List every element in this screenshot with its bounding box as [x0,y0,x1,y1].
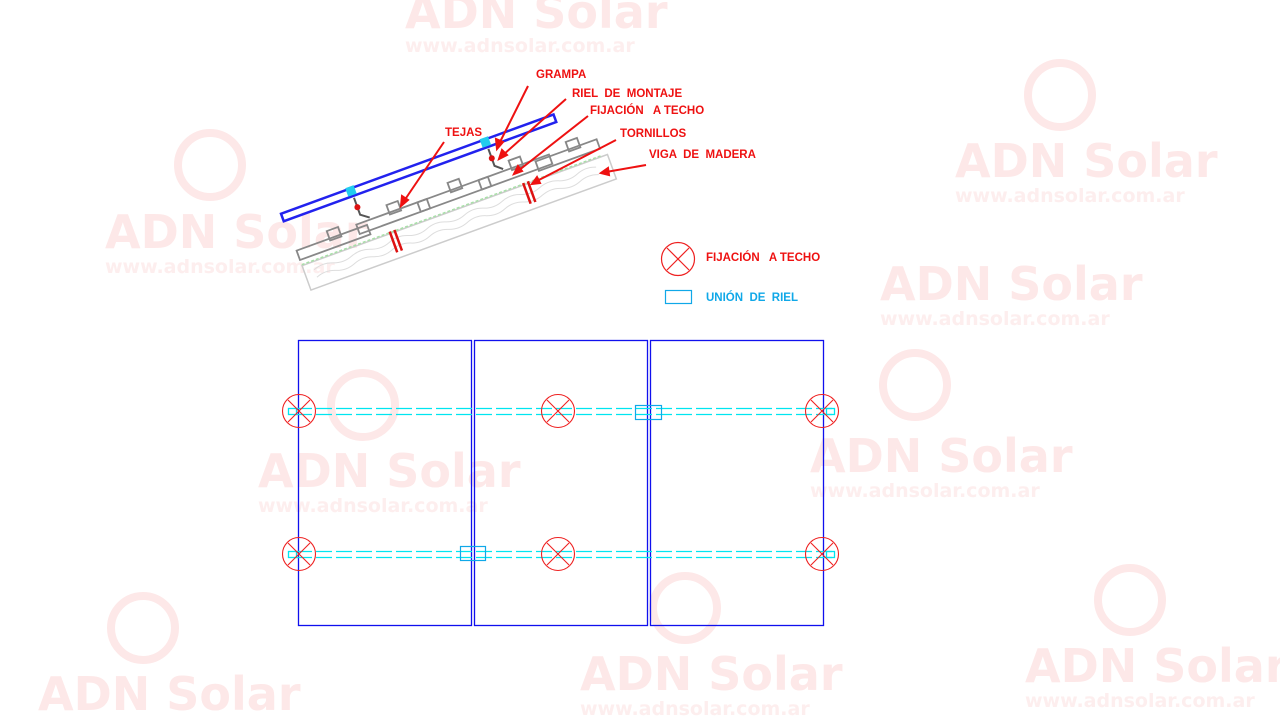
watermark-brand: ADN Solar [38,667,301,720]
logo-icon [327,369,399,441]
logo-icon [1094,564,1166,636]
rail-unions [459,404,663,562]
watermark: ADN Solar www.adnsolar.com.ar [955,59,1218,207]
watermark-brand: ADN Solar [955,134,1218,188]
watermark: ADN Solar [38,592,301,720]
label-riel-montaje: RIEL DE MONTAJE [572,88,682,100]
rail-union-symbol-icon [664,289,693,305]
watermark: ADN Solar www.adnsolar.com.ar [405,0,668,57]
watermark-url: www.adnsolar.com.ar [1025,690,1255,712]
roof-fixing-icon [281,393,317,429]
legend: FIJACIÓN A TECHO UNIÓN DE RIEL [660,241,820,305]
plan-view [281,339,840,627]
watermark-url: www.adnsolar.com.ar [105,256,335,278]
watermark-brand: ADN Solar [880,257,1143,311]
rail-union-icon [459,545,487,562]
watermark-brand: ADN Solar [405,0,668,39]
watermark-url: www.adnsolar.com.ar [955,185,1185,207]
watermark-brand: ADN Solar [580,647,843,701]
label-arrows [399,85,647,209]
watermark: ADN Solar www.adnsolar.com.ar [580,572,843,720]
solar-panels [297,339,825,627]
rails [287,407,836,559]
label-tornillos: TORNILLOS [620,128,687,140]
watermark: ADN Solar www.adnsolar.com.ar [810,349,1073,502]
watermark-url: www.adnsolar.com.ar [580,698,810,720]
solar-panel [297,339,473,627]
roof-fixing-icon [804,393,840,429]
watermark: ADN Solar www.adnsolar.com.ar [880,257,1143,330]
label-viga: VIGA DE MADERA [649,149,756,161]
roof-hooks [353,148,504,219]
logo-icon [1024,59,1096,131]
clamp [479,136,492,148]
tiles [295,136,602,262]
watermark-url: www.adnsolar.com.ar [258,495,488,517]
watermark: ADN Solar www.adnsolar.com.ar [105,129,368,278]
legend-fijacion: FIJACIÓN A TECHO [706,251,820,264]
legend-union: UNIÓN DE RIEL [706,291,798,304]
watermark-url: www.adnsolar.com.ar [405,35,635,57]
logo-icon [879,349,951,421]
solar-panel [473,339,649,627]
logo-icon [174,129,246,201]
roof-fixing-icon [540,393,576,429]
roof-fixing-icon [281,536,317,572]
mounting-rail [279,112,558,223]
watermark-brand: ADN Solar [105,205,368,259]
watermark-brand: ADN Solar [1025,639,1280,693]
label-grampa: GRAMPA [536,69,586,81]
label-fijacion: FIJACIÓN A TECHO [590,104,704,117]
watermark: ADN Solar www.adnsolar.com.ar [258,369,521,517]
roof-fixing-icon [540,536,576,572]
watermarks: ADN Solar www.adnsolar.com.ar ADN Solar … [38,0,1280,720]
logo-icon [649,572,721,644]
clamp [345,185,357,197]
solar-panel [649,339,825,627]
roof-fixings [281,393,840,572]
watermark-brand: ADN Solar [810,429,1073,483]
roof-fixing-icon [804,536,840,572]
rail-union-icon [634,404,663,421]
watermark-brand: ADN Solar [258,444,521,498]
watermark-url: www.adnsolar.com.ar [810,480,1040,502]
watermark-url: www.adnsolar.com.ar [880,308,1110,330]
logo-icon [107,592,179,664]
roof-fixing-symbol-icon [660,241,696,277]
wood-beam [301,153,618,292]
label-tejas: TEJAS [445,127,482,139]
watermark: ADN Solar www.adnsolar.com.ar [1025,564,1280,712]
screws [388,180,537,253]
